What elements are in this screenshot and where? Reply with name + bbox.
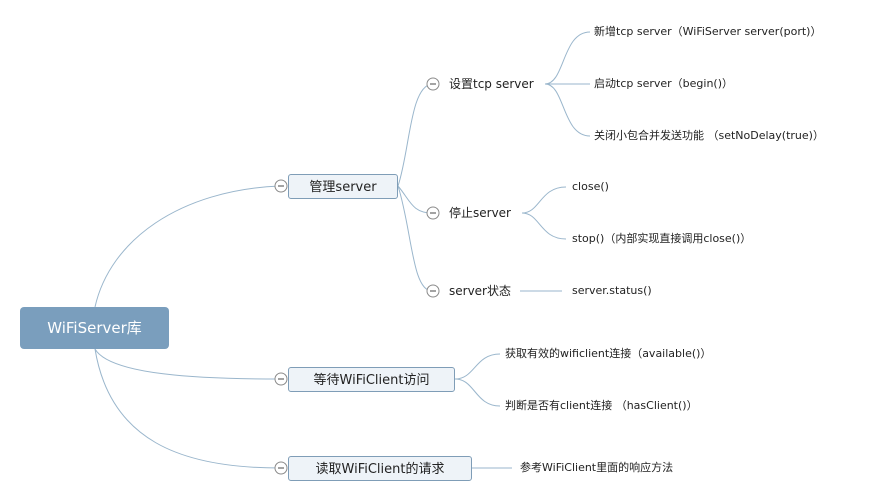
connector-setup-nodelay [544, 83, 591, 137]
subtopic-setup-tcp-server[interactable]: 设置tcp server [449, 77, 534, 91]
connector-wait-available [454, 353, 501, 380]
root-node[interactable]: WiFiServer库 [20, 307, 169, 349]
leaf-response-methods[interactable]: 参考WiFiClient里面的响应方法 [520, 461, 674, 474]
leaf-begin-tcp-server[interactable]: 启动tcp server（begin()） [594, 77, 734, 90]
leaf-server-status[interactable]: server.status() [572, 284, 652, 297]
connector-root-read [94, 348, 281, 469]
collapse-icon-read[interactable] [274, 461, 288, 475]
collapse-icon-status[interactable] [426, 284, 440, 298]
branch-manage-server[interactable]: 管理server [288, 174, 398, 199]
collapse-icon-stop[interactable] [426, 206, 440, 220]
leaf-new-tcp-server[interactable]: 新增tcp server（WiFiServer server(port)） [594, 25, 822, 38]
connector-manage-stop [397, 185, 433, 214]
connector-root-wait [94, 348, 281, 380]
collapse-icon-setup[interactable] [426, 77, 440, 91]
connector-wait-hasclient [454, 378, 501, 407]
branch-read-request[interactable]: 读取WiFiClient的请求 [288, 456, 472, 481]
leaf-available[interactable]: 获取有效的wificlient连接（available()） [505, 347, 712, 360]
connector-root-manage [94, 185, 281, 308]
leaf-close[interactable]: close() [572, 180, 609, 193]
connector-stop-close [521, 186, 567, 214]
collapse-icon-manage[interactable] [274, 179, 288, 193]
leaf-set-no-delay[interactable]: 关闭小包合并发送功能 （setNoDelay(true)） [594, 129, 824, 142]
collapse-icon-wait[interactable] [274, 372, 288, 386]
subtopic-stop-server[interactable]: 停止server [449, 206, 511, 220]
subtopic-server-status[interactable]: server状态 [449, 284, 511, 298]
leaf-has-client[interactable]: 判断是否有client连接 （hasClient()） [505, 399, 698, 412]
branch-wait-client[interactable]: 等待WiFiClient访问 [288, 367, 455, 392]
connector-stop-stop [521, 212, 567, 240]
connector-manage-status [397, 185, 433, 292]
connector-manage-setup [397, 83, 433, 187]
leaf-stop[interactable]: stop()（内部实现直接调用close()） [572, 232, 752, 245]
connector-setup-new [544, 31, 591, 85]
